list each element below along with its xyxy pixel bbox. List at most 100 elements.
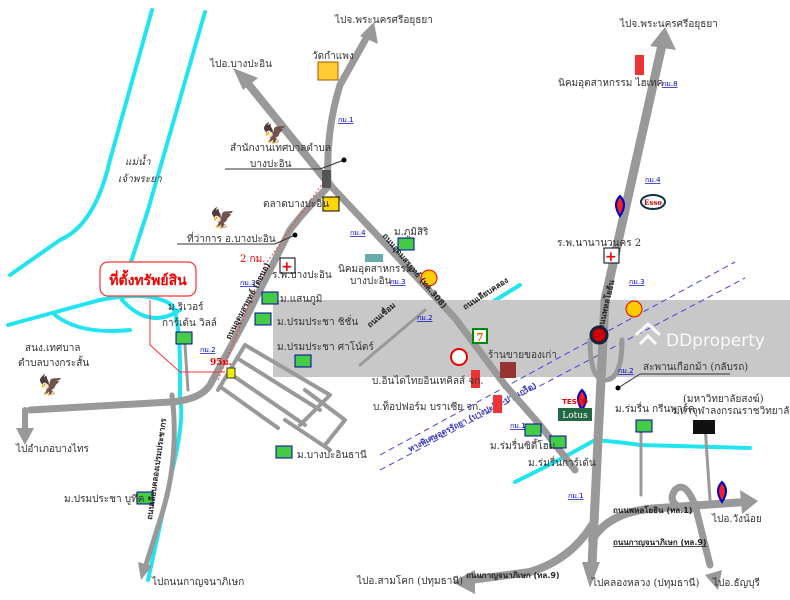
temple-icon: [317, 61, 339, 81]
expressway-line: [379, 277, 746, 471]
leader-dot: [615, 385, 621, 391]
seven-eleven-icon: [472, 328, 488, 344]
label-antique: ร้านขายของเก่า: [488, 349, 557, 361]
arrow-bangsai: [16, 428, 34, 445]
lotus-label: Lotus: [562, 411, 588, 421]
label-platform: บ.ท็อปฟอร์ม บราเซีย จก.: [373, 399, 481, 413]
km-marker: กม.4: [645, 176, 661, 184]
arrow-wangnoi: [740, 490, 758, 514]
road-thanyaburi: [668, 483, 714, 569]
garuda-emblem-icon: 🦅: [38, 373, 63, 397]
label-estate: นิคมอุตสาหกรรม: [338, 264, 412, 275]
university-icon: [693, 420, 715, 434]
esso-label: Esso: [644, 198, 662, 207]
label-market: ตลาดบางปะอิน: [263, 199, 329, 210]
uturn-bridge: [587, 337, 625, 383]
label-romruen-city: ม.ร่มรื่นซิตี้โฮม: [490, 438, 555, 452]
label-phumisiri: ม.ภูมิสิริ: [394, 227, 429, 238]
label-distance: 2 กม.: [240, 254, 265, 265]
destination-khlongluang: ไปคลองหลวง (ปทุมธานี): [591, 577, 699, 589]
ddproperty-logo-icon: [634, 321, 662, 346]
property-label: ที่ตั้งทรัพย์สิน: [109, 269, 187, 289]
label-bangpain-thani: ม.บางปะอินธานี: [297, 449, 367, 461]
km-marker: กม.3: [629, 278, 645, 286]
housing-icon: [549, 435, 567, 449]
road-bangpain: [241, 76, 334, 189]
label-pruksa-boutique: ม.ปรมประชา บูทีค: [64, 493, 144, 505]
shell-icon: [625, 300, 643, 318]
destination-samkhok: ไปอ.สามโคก (ปทุมธานี): [356, 574, 463, 587]
road-branch: [639, 423, 712, 502]
label-municipal: สำนักงานเทศบาลตำบล: [230, 143, 331, 154]
label-saenphumi: ม.แสนภูมิ: [280, 294, 322, 305]
shell-icon: [420, 269, 438, 287]
tesco-label: TESCO: [562, 398, 588, 406]
ptt-icon: [615, 194, 625, 218]
arrow-ayutthaya: [360, 22, 378, 44]
housing-icon: [136, 491, 154, 505]
km-marker: กม.1: [510, 422, 526, 430]
km-marker: กม.4: [350, 229, 366, 237]
property-box: [99, 261, 197, 297]
leader-dot: [292, 232, 298, 238]
label-hospital-2: ร.พ.นานานวนคร 2: [557, 238, 641, 249]
destination-bangpain: ไปอ.บางปะอิน: [209, 58, 272, 70]
road-ayutthaya: [324, 31, 372, 184]
housing-icon: [635, 419, 653, 433]
leader-line: [319, 159, 345, 170]
caltex-icon: [589, 325, 609, 345]
arrow-thanyaburi: [705, 570, 722, 590]
building-icon: [635, 55, 644, 75]
housing-icon: [254, 312, 272, 326]
hospital-icon: [603, 247, 620, 264]
label-itech: นิคมอุตสาหกรรม ไฮเทค: [558, 77, 663, 89]
garuda-emblem-icon: 🦅: [210, 206, 235, 230]
esso-icon: [640, 194, 666, 210]
road-phahon: [587, 40, 667, 570]
hospital-cross: +: [605, 249, 617, 265]
label-hospital: ร.พ.บางปะอิน: [272, 270, 332, 281]
river-line: [53, 313, 132, 333]
km-marker: กม.2: [200, 346, 216, 354]
label-tessaban: ตำบลบางกระสั้น: [18, 355, 89, 369]
antique-shop-icon: [500, 362, 516, 378]
label-wat: วัดกำแพง: [312, 51, 354, 62]
road-estate: [358, 308, 427, 367]
label-intertech: บ.อินไดไทยอินเทคิลส์ จก.: [372, 375, 483, 387]
expressway-line: [379, 261, 736, 456]
leader-line: [617, 373, 641, 389]
housing-icon: [294, 354, 312, 368]
label-district-office: ที่ว่าการ อ.บางปะอิน: [187, 231, 276, 245]
river-line: [8, 8, 154, 277]
road-local: [26, 181, 334, 414]
market-icon: [322, 196, 340, 212]
river-label: เจ้าพระยา: [118, 173, 162, 185]
distance-route: [217, 179, 326, 381]
river-label: แม่น้ำ: [125, 154, 151, 168]
label-estate: บางปะอิน: [350, 276, 392, 287]
label-bridge: สะพานเกือกม้า (กลับรถ): [643, 361, 748, 373]
road-label-route9: ถนนกาญจนาภิเษก (ทล.9): [613, 538, 707, 548]
arrow-ayutthaya-2: [650, 27, 676, 50]
housing-icon: [275, 445, 293, 459]
kbank-icon: [450, 348, 468, 366]
road-label-route9: ถนนกาญจนาภิเษก (ทล.9): [466, 571, 560, 581]
km-marker: กม.2: [417, 314, 433, 322]
destination-wangnoi: ไปอ.วังน้อย: [711, 513, 762, 525]
icons: 🦅 🦅 🦅 + + Esso 7 TESCO Lotus: [38, 55, 727, 504]
label-university: มหาจุฬาลงกรณราชวิทยาลัย: [673, 405, 790, 417]
hospital-cross: +: [281, 259, 293, 275]
garuda-emblem-icon: 🦅: [262, 121, 287, 145]
property-route: [149, 300, 225, 373]
km-marker: กม.3: [240, 279, 256, 287]
label-romruen-garden: ม.ร่มรื่นการ์เด้น: [528, 455, 596, 469]
watermark: DDproperty: [634, 321, 765, 351]
housing-icon: [175, 331, 193, 345]
housing-icon: [261, 291, 279, 305]
watermark-text: DDproperty: [666, 331, 765, 351]
leader-line: [274, 234, 296, 245]
road-route9: [466, 521, 596, 584]
km-marker: กม.8: [662, 80, 678, 88]
destination-ayutthaya: ไปจ.พระนครศรีอยุธยา: [334, 14, 433, 26]
